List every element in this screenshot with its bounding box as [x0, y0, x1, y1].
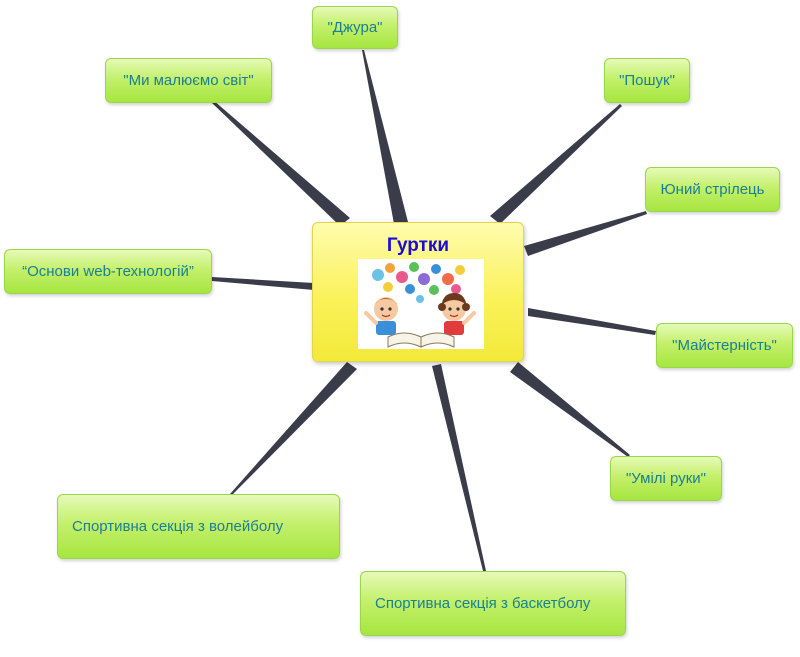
node-my-maliuiemo-svit[interactable]: "Ми малюємо світ"	[105, 58, 272, 103]
connector-yunyi-strilets	[524, 211, 647, 256]
connector-sport-basketball	[432, 364, 486, 571]
connector-sport-volleyball	[230, 362, 357, 495]
children-reading-illustration	[358, 259, 484, 349]
node-sport-basketball[interactable]: Спортивна секція з баскетболу	[360, 571, 626, 636]
node-dzhura[interactable]: "Джура"	[312, 6, 398, 49]
node-umili-ruky[interactable]: "Умілі руки"	[610, 456, 722, 501]
connector-poshuk	[490, 104, 622, 224]
node-label: Спортивна секція з баскетболу	[375, 595, 591, 612]
node-yunyi-strilets[interactable]: Юний стрілець	[645, 167, 780, 212]
center-title: Гуртки	[386, 235, 450, 256]
center-node[interactable]: Гуртки	[312, 222, 524, 362]
node-osnovy-web[interactable]: “Основи web-технологій”	[4, 249, 212, 294]
node-label: “Основи web-технологій”	[22, 263, 194, 280]
node-poshuk[interactable]: "Пошук"	[604, 58, 690, 103]
connector-dzhura	[362, 50, 408, 224]
connector-maisternist	[528, 308, 656, 335]
connector-my-maliuiemo-svit	[211, 100, 350, 226]
node-sport-volleyball[interactable]: Спортивна секція з волейболу	[57, 494, 340, 559]
node-maisternist[interactable]: "Майстерність"	[656, 323, 793, 368]
node-label: "Джура"	[327, 19, 383, 36]
node-label: "Умілі руки"	[625, 470, 707, 487]
connector-osnovy-web	[212, 277, 314, 290]
node-label: Спортивна секція з волейболу	[72, 518, 284, 535]
node-label: Юний стрілець	[660, 181, 765, 198]
node-label: "Майстерність"	[672, 337, 777, 354]
node-label: "Ми малюємо світ"	[123, 72, 254, 89]
connector-umili-ruky	[510, 362, 630, 457]
node-label: "Пошук"	[619, 72, 675, 89]
